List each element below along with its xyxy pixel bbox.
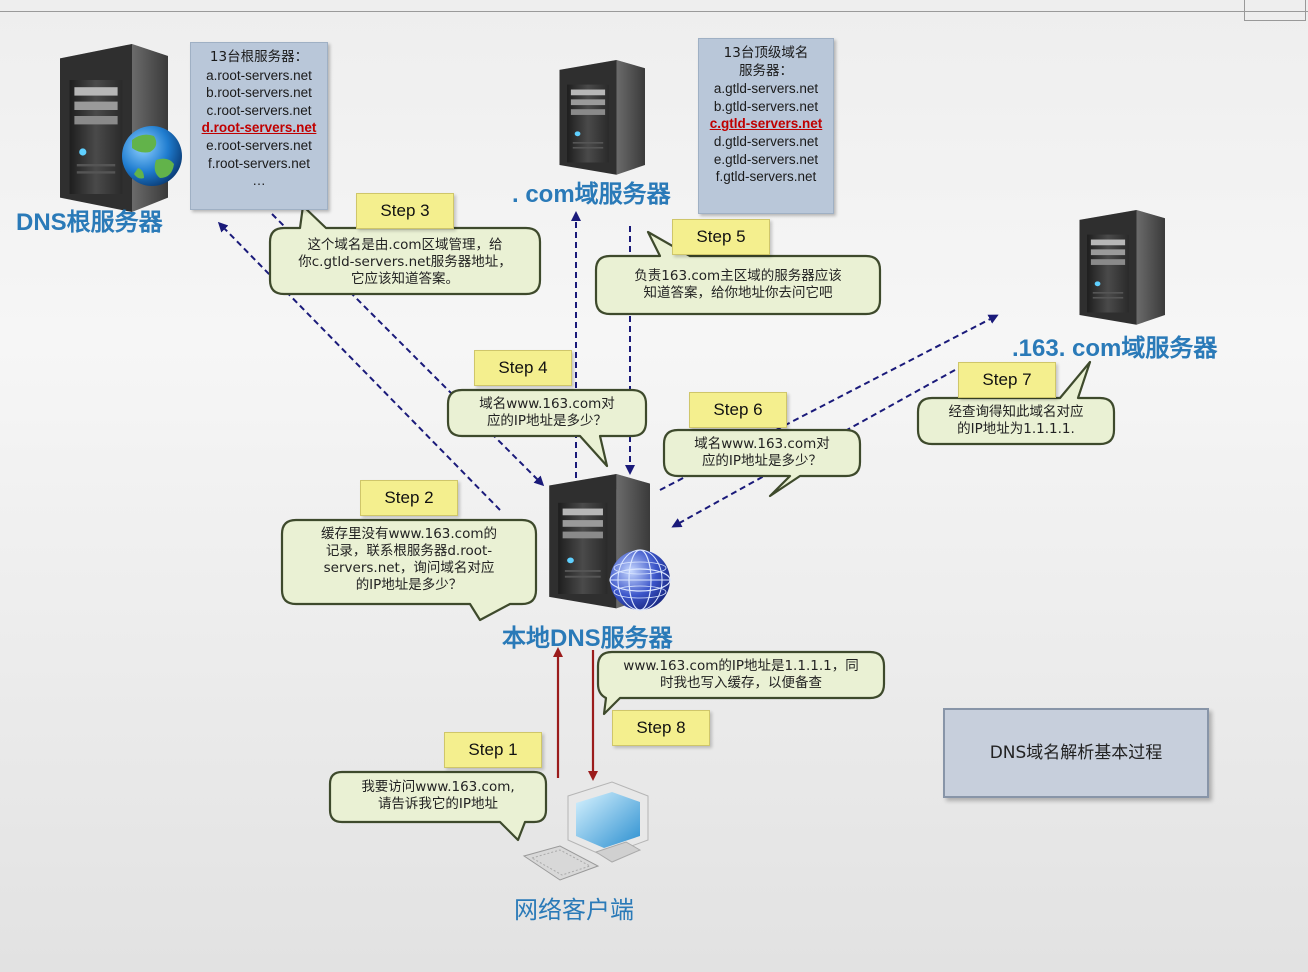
s163-server-icon — [1079, 210, 1165, 325]
step6-text: 域名www.163.com对 应的IP地址是多少？ — [664, 436, 860, 470]
step5-text: 负责163.com主区域的服务器应该 知道答案，给你地址你去问它吧 — [596, 268, 880, 302]
step7-text: 经查询得知此域名对应 的IP地址为1.1.1.1. — [918, 404, 1114, 438]
step8-text-line: www.163.com的IP地址是1.1.1.1，同 — [623, 658, 859, 674]
step8-text-line: 时我也写入缓存，以便备查 — [660, 675, 822, 691]
tld-server-item-highlighted: c.gtld-servers.net — [709, 116, 823, 132]
step4-text-line: 应的IP地址是多少？ — [486, 413, 608, 429]
bubble-step3 — [268, 204, 542, 296]
step4-label: Step 4 — [474, 350, 572, 386]
step3-text: 这个域名是由.com区域管理，给 你c.gtld-servers.net服务器地… — [270, 237, 540, 288]
tld-server-item: f.gtld-servers.net — [715, 169, 817, 185]
root-servers-panel: 13台根服务器： a.root-servers.net b.root-serve… — [190, 42, 328, 210]
tld-panel-title-line1: 13台顶级域名 — [723, 45, 809, 61]
globe-icon-local — [609, 549, 671, 611]
tld-server-item: e.gtld-servers.net — [713, 151, 819, 167]
step4-text: 域名www.163.com对 应的IP地址是多少？ — [448, 396, 646, 430]
step6-label: Step 6 — [689, 392, 787, 428]
bubble-step8 — [596, 650, 886, 716]
step2-text-line: 缓存里没有www.163.com的 — [320, 526, 498, 542]
root-server-item: b.root-servers.net — [206, 85, 312, 101]
step7-text-line: 经查询得知此域名对应 — [948, 404, 1084, 420]
bubble-step5 — [594, 230, 882, 316]
root-server-label: DNS根服务器 — [16, 209, 163, 236]
root-server-ellipsis: … — [252, 173, 266, 189]
local-server-label: 本地DNS服务器 — [502, 625, 673, 652]
root-panel-title: 13台根服务器： — [209, 49, 309, 65]
tld-servers-panel: 13台顶级域名 服务器： a.gtld-servers.net b.gtld-s… — [698, 38, 834, 214]
root-server-item: e.root-servers.net — [206, 137, 312, 153]
tld-server-item: d.gtld-servers.net — [713, 133, 819, 149]
desktop-computer-icon — [567, 781, 649, 863]
globe-icon-root — [122, 126, 182, 186]
step3-label: Step 3 — [356, 193, 454, 229]
step1-text-line: 我要访问www.163.com, — [361, 779, 515, 795]
tld-server-item: a.gtld-servers.net — [713, 81, 819, 97]
step6-text-line: 应的IP地址是多少？ — [701, 453, 823, 469]
step7-text-line: 的IP地址为1.1.1.1. — [957, 421, 1075, 437]
step3-text-line: 它应该知道答案。 — [351, 271, 459, 287]
root-server-item: f.root-servers.net — [207, 155, 311, 171]
step2-text: 缓存里没有www.163.com的 记录，联系根服务器d.root- serve… — [282, 526, 536, 594]
step5-text-line: 知道答案，给你地址你去问它吧 — [643, 285, 833, 301]
com-server-label: . com域服务器 — [512, 181, 671, 208]
arrow-step2-to-root — [217, 221, 501, 511]
step8-text: www.163.com的IP地址是1.1.1.1，同 时我也写入缓存，以便备查 — [598, 658, 884, 692]
step1-text: 我要访问www.163.com, 请告诉我它的IP地址 — [330, 779, 546, 813]
root-server-item: a.root-servers.net — [206, 67, 312, 83]
diagram-title: DNS域名解析基本过程 — [989, 743, 1163, 763]
client-label: 网络客户端 — [514, 897, 634, 924]
step5-text-line: 负责163.com主区域的服务器应该 — [634, 268, 842, 284]
s163-server-label: .163. com域服务器 — [1012, 335, 1218, 362]
bubble-step6 — [662, 428, 862, 498]
step3-text-line: 你c.gtld-servers.net服务器地址， — [298, 254, 512, 270]
step4-text-line: 域名www.163.com对 — [479, 396, 615, 412]
bubble-step4 — [446, 388, 648, 468]
tld-server-item: b.gtld-servers.net — [713, 98, 819, 114]
step6-text-line: 域名www.163.com对 — [694, 436, 830, 452]
step2-text-line: 记录，联系根服务器d.root- — [325, 543, 493, 559]
com-server-icon — [559, 60, 645, 175]
bubble-step1 — [328, 770, 548, 842]
tld-panel-title-line2: 服务器： — [739, 62, 793, 79]
top-divider-line — [0, 11, 1308, 12]
step2-text-line: 的IP地址是多少？ — [355, 577, 463, 593]
corner-frame — [1244, 0, 1306, 21]
bubble-step7 — [916, 360, 1116, 446]
keyboard-icon — [522, 845, 600, 881]
root-server-item-highlighted: d.root-servers.net — [201, 120, 317, 136]
step1-label: Step 1 — [444, 732, 542, 768]
root-server-item: c.root-servers.net — [206, 102, 312, 118]
step8-label: Step 8 — [612, 710, 710, 746]
step2-text-line: servers.net，询问域名对应 — [323, 560, 495, 576]
step7-label: Step 7 — [958, 362, 1056, 398]
title-box: DNS域名解析基本过程 — [943, 708, 1209, 798]
bubble-step2 — [280, 518, 538, 622]
step1-text-line: 请告诉我它的IP地址 — [377, 796, 499, 812]
step2-label: Step 2 — [360, 480, 458, 516]
step5-label: Step 5 — [672, 219, 770, 255]
step3-text-line: 这个域名是由.com区域管理，给 — [307, 237, 503, 253]
